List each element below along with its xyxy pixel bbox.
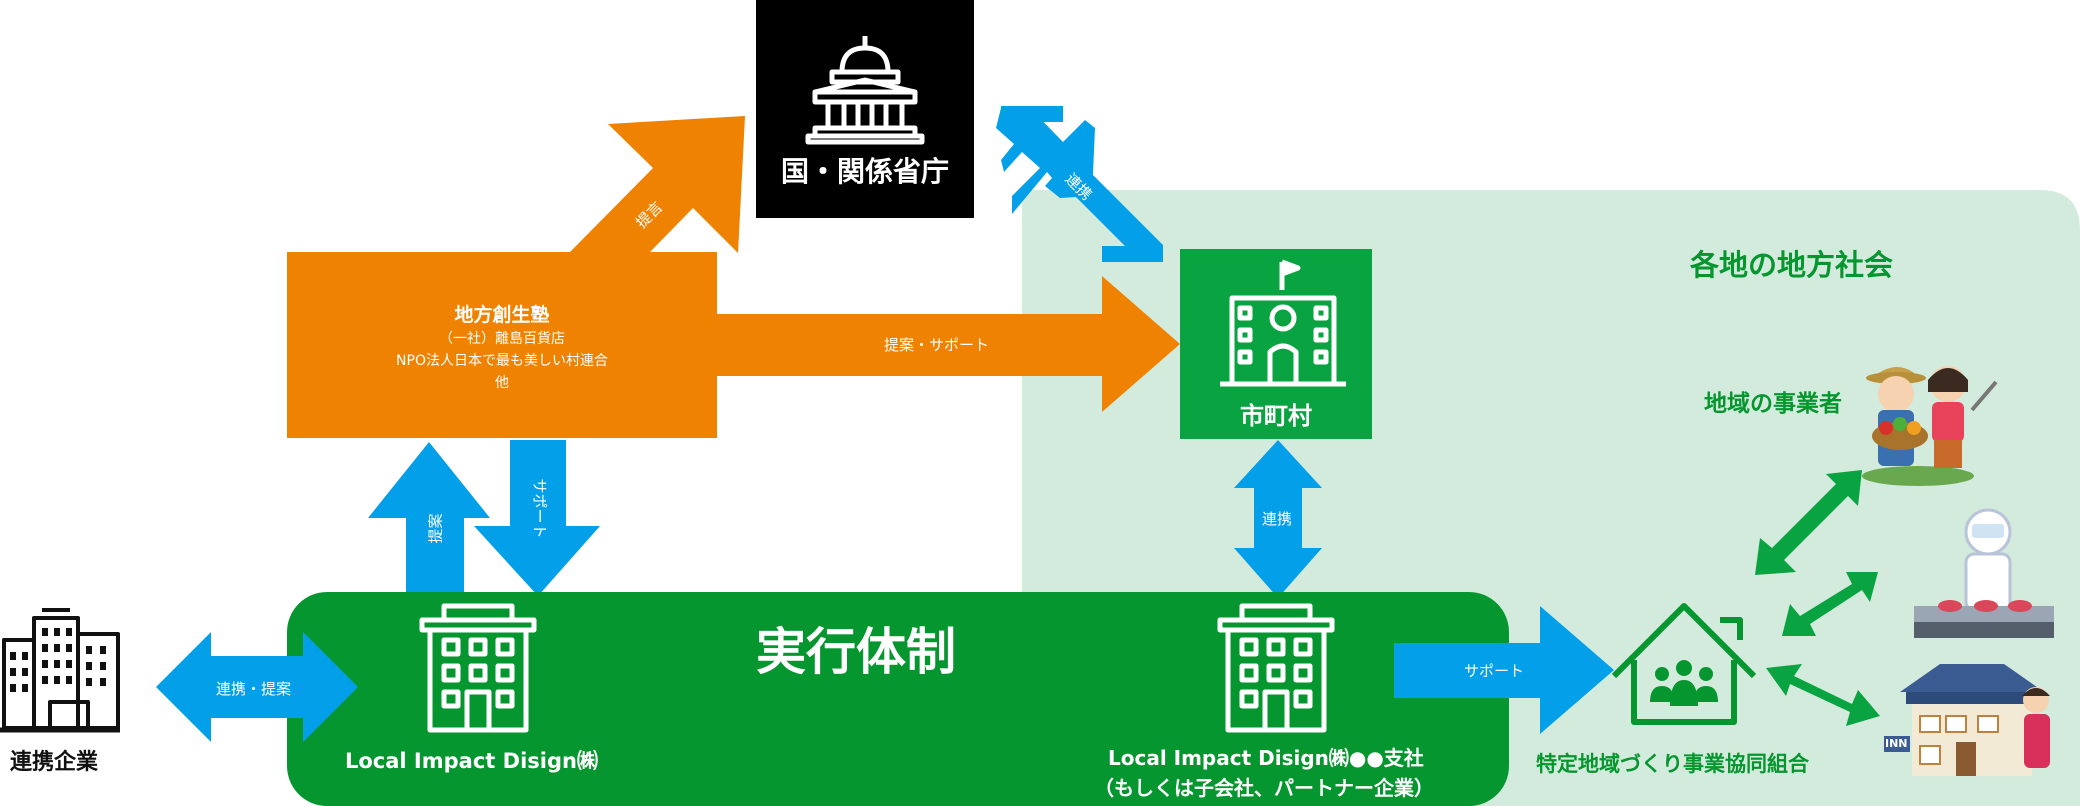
arrow-label-support-vertical: サポート: [530, 478, 549, 539]
branch-label-1: Local Impact Disign㈱●●支社: [1108, 746, 1424, 770]
hq-label: Local Impact Disign㈱: [345, 749, 598, 773]
arrow-label-teian: 提案: [426, 513, 445, 544]
academy-text: 地方創生塾 （一社）離島百貨店 NPO法人日本で最も美しい村連合 他: [287, 302, 717, 394]
arrow-renkei-teian: [156, 632, 358, 742]
academy-line1: （一社）離島百貨店: [439, 331, 565, 347]
arrow-renkei-vertical: [1234, 440, 1322, 598]
academy-box: [287, 252, 717, 438]
arrow-farmers: [1755, 470, 1862, 575]
local-society-title: 各地の地方社会: [1690, 248, 1894, 282]
arrow-teian-support: [715, 276, 1180, 412]
inn-sign: INN: [1885, 737, 1908, 750]
arrow-label-support: サポート: [1464, 662, 1525, 680]
hq-building-icon: [419, 603, 537, 733]
arrow-label-renkei-municipal: 連携: [1262, 510, 1293, 528]
inn-illustration: [1884, 664, 2050, 776]
academy-title: 地方創生塾: [454, 304, 550, 326]
arrow-inn: [1766, 664, 1880, 726]
municipality-box: [1180, 249, 1372, 439]
cooperative-label: 特定地域づくり事業協同組合: [1536, 752, 1809, 776]
branch-building-icon: [1217, 603, 1335, 733]
partner-label: 連携企業: [10, 750, 99, 775]
house-group-icon: [1611, 603, 1757, 725]
arrow-support-down: [474, 440, 600, 596]
execution-title: 実行体制: [756, 623, 956, 681]
arrow-label-teian-support: 提案・サポート: [884, 336, 990, 354]
arrow-label-renkei-teian: 連携・提案: [216, 680, 292, 698]
arrow-factory: [1782, 572, 1878, 636]
office-buildings-icon: [0, 608, 120, 733]
farmers-illustration: [1862, 366, 1998, 486]
academy-line3: 他: [495, 375, 509, 391]
government-label: 国・関係省庁: [780, 155, 949, 188]
local-businesses-label: 地域の事業者: [1704, 391, 1842, 417]
arrow-teian-up: [368, 442, 490, 596]
capitol-building-icon: [805, 36, 925, 145]
arrow-renkei-top-core: [1001, 106, 1163, 262]
arrow-support-right: [1394, 606, 1614, 734]
academy-line2: NPO法人日本で最も美しい村連合: [396, 353, 608, 369]
factory-worker-illustration: [1914, 508, 2054, 638]
arrow-teigen: [570, 116, 745, 253]
execution-box: [287, 592, 1509, 806]
municipality-label: 市町村: [1240, 402, 1312, 430]
town-hall-icon: [1220, 259, 1346, 387]
branch-label-2: （もしくは子会社、パートナー企業）: [1094, 776, 1434, 800]
